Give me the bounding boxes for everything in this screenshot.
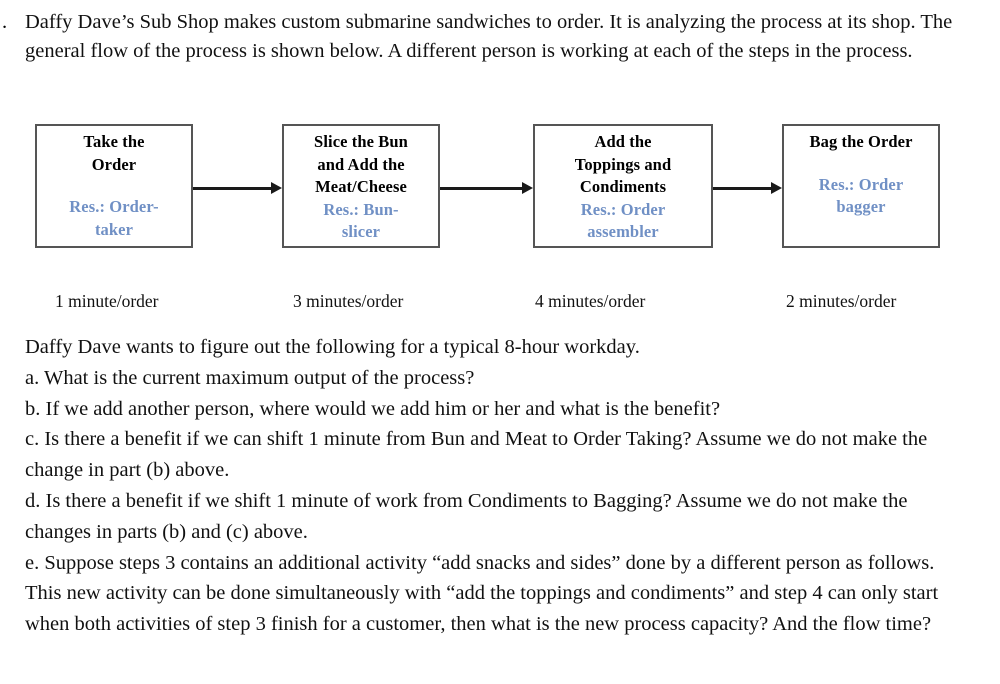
process-step-title-2-line-3: Meat/Cheese [315, 177, 407, 196]
question-item-d: d. Is there a benefit if we shift 1 minu… [25, 489, 908, 543]
process-step-title-3-line-1: Add the [594, 132, 652, 151]
process-step-resource-2-line-1: Res.: Bun- [323, 199, 399, 219]
process-step-title-2: Slice the Bun and Add the Meat/Cheese [288, 131, 434, 199]
process-step-resource-1-line-1: Res.: Order- [69, 197, 159, 216]
process-step-title-1-line-2: Order [91, 154, 137, 174]
process-step-title-4-line-1: Bag the Order [809, 132, 913, 151]
process-step-resource-1: Res.: Order- taker [41, 196, 187, 241]
process-time-label-1: 1 minute/order [55, 291, 159, 311]
process-step-box-1: Take the Order Res.: Order- taker [35, 124, 193, 248]
question-item-e: e. Suppose steps 3 contains an additiona… [25, 551, 939, 636]
process-step-box-2: Slice the Bun and Add the Meat/Cheese Re… [282, 124, 440, 248]
process-time-label-2: 3 minutes/order [293, 291, 404, 311]
process-time-label-4: 2 minutes/order [786, 291, 897, 311]
process-step-title-4: Bag the Order [788, 131, 934, 154]
questions-block: Daffy Dave wants to figure out the follo… [25, 332, 973, 640]
process-step-resource-4: Res.: Order bagger [788, 174, 934, 219]
process-step-resource-2-line-2: slicer [341, 222, 381, 241]
process-step-resource-4-line-2: bagger [836, 197, 886, 216]
process-step-resource-1-line-2: taker [94, 219, 134, 239]
process-step-box-3: Add the Toppings and Condiments Res.: Or… [533, 124, 713, 248]
arrow-shaft [440, 187, 522, 190]
process-step-resource-3: Res.: Order assembler [539, 199, 707, 244]
arrow-head-icon [771, 182, 782, 194]
process-step-box-4: Bag the Order Res.: Order bagger [782, 124, 940, 248]
process-step-title-1-line-1: Take the [83, 132, 145, 151]
process-step-resource-3-line-2: assembler [587, 222, 659, 241]
arrow-shaft [713, 187, 771, 190]
process-arrow-2-to-3 [440, 182, 533, 194]
process-step-resource-4-line-1: Res.: Order [818, 174, 904, 194]
arrow-head-icon [271, 182, 282, 194]
process-arrow-3-to-4 [713, 182, 782, 194]
process-flow-diagram: Take the Order Res.: Order- taker Slice … [0, 124, 1000, 314]
question-item-c: c. Is there a benefit if we can shift 1 … [25, 428, 928, 482]
process-time-label-3: 4 minutes/order [535, 291, 646, 311]
process-step-resource-2: Res.: Bun- slicer [288, 199, 434, 244]
list-marker: . [2, 11, 8, 33]
process-step-resource-3-line-1: Res.: Order [580, 199, 666, 219]
questions-lead: Daffy Dave wants to figure out the follo… [25, 336, 640, 358]
process-step-title-1: Take the Order [41, 131, 187, 176]
process-step-title-3: Add the Toppings and Condiments [539, 131, 707, 199]
process-step-title-3-line-3: Condiments [579, 177, 667, 196]
question-item-b: b. If we add another person, where would… [25, 397, 721, 420]
process-arrow-1-to-2 [193, 182, 282, 194]
intro-paragraph-text: Daffy Dave’s Sub Shop makes custom subma… [25, 11, 953, 62]
process-step-title-2-line-2: and Add the [317, 154, 405, 174]
process-step-title-2-line-1: Slice the Bun [314, 132, 408, 151]
arrow-shaft [193, 187, 271, 190]
question-item-a: a. What is the current maximum output of… [25, 366, 475, 389]
process-step-title-3-line-2: Toppings and [574, 154, 672, 174]
arrow-head-icon [522, 182, 533, 194]
